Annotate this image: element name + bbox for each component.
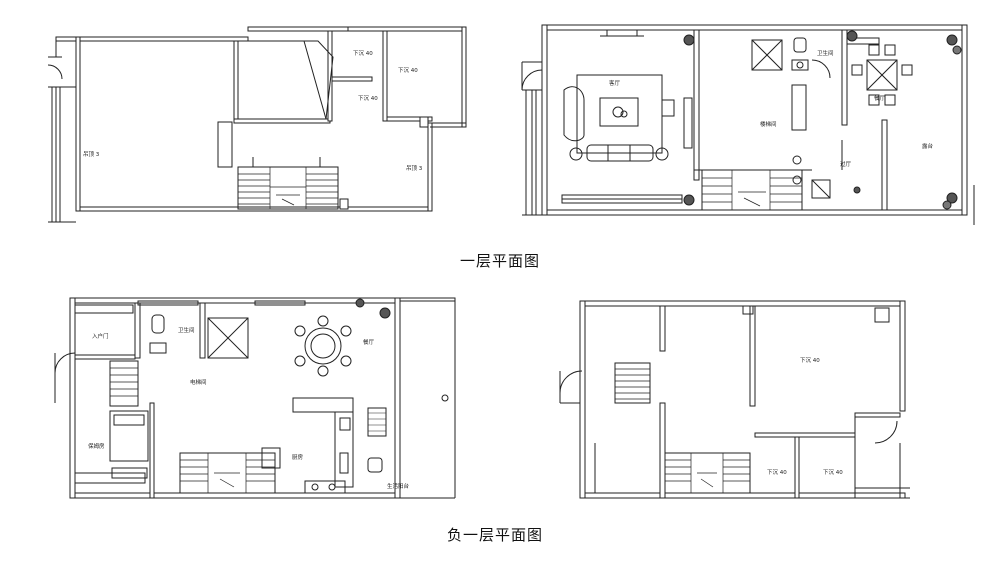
room-label: 下沉 40 (398, 68, 418, 74)
plan-ground-floor-structure: 下沉 40 下沉 40 下沉 40 吊顶 3 吊顶 3 (38, 17, 478, 232)
floor-plan-drawing (521, 24, 975, 225)
room-label: 下沉 40 (353, 51, 373, 57)
room-label: 下沉 40 (800, 358, 820, 364)
room-label: 电梯间 (190, 380, 207, 386)
floor-plan-drawing (47, 26, 467, 223)
room-label: 楼梯间 (760, 122, 777, 128)
room-label: 过厅 (840, 162, 852, 168)
plan-basement-structure: 下沉 40 下沉 40 下沉 40 (555, 293, 915, 506)
floor-plan-drawing (54, 297, 456, 499)
room-label: 餐厅 (874, 96, 886, 102)
room-label: 下沉 40 (823, 470, 843, 476)
room-label: 入户门 (92, 334, 109, 340)
room-label: 吊顶 3 (406, 166, 423, 172)
room-label: 生活阳台 (387, 484, 410, 490)
caption-ground-floor: 一层平面图 (460, 252, 541, 270)
room-label: 客厅 (609, 81, 621, 87)
room-label: 吊顶 3 (83, 152, 100, 158)
floor-plan-drawing (559, 300, 910, 499)
room-label: 厨房 (292, 455, 304, 461)
caption-basement: 负一层平面图 (447, 526, 544, 544)
room-label: 下沉 40 (767, 470, 787, 476)
room-label: 卫生间 (817, 51, 834, 57)
room-label: 露台 (922, 144, 934, 150)
room-label: 保姆房 (88, 444, 105, 450)
plan-ground-floor-furnished: 客厅 楼梯间 过厅 卫生间 餐厅 露台 (512, 20, 977, 232)
plan-basement-furnished: 卫生间 入户门 电梯间 餐厅 保姆房 厨房 生活阳台 (50, 293, 470, 506)
room-label: 餐厅 (363, 340, 375, 346)
room-label: 下沉 40 (358, 96, 378, 102)
room-label: 卫生间 (178, 328, 195, 334)
